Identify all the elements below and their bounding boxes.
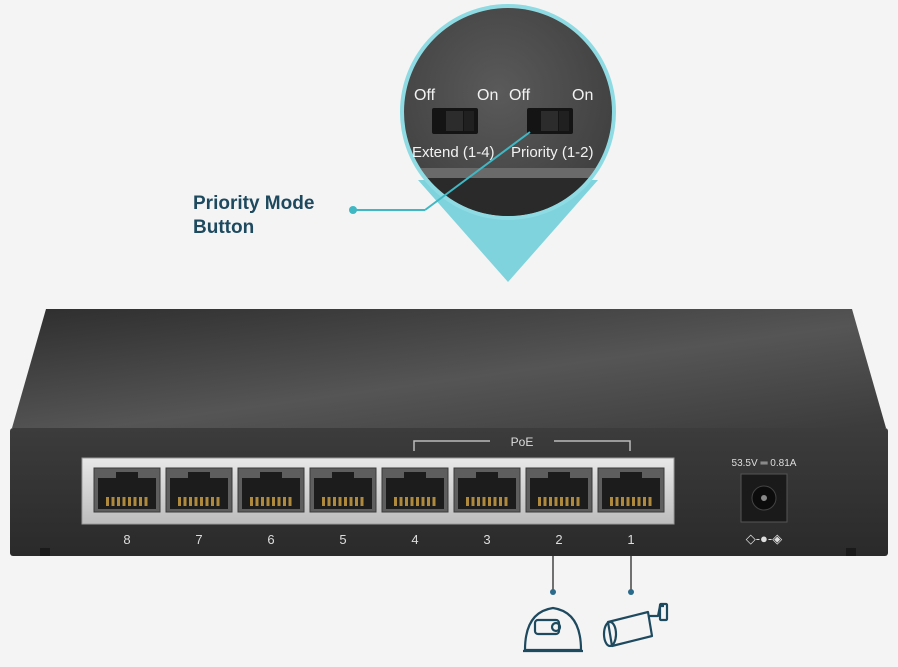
port-number-8: 8 [123, 532, 130, 547]
ethernet-port-2[interactable] [525, 467, 593, 513]
ethernet-port-4[interactable] [381, 467, 449, 513]
ethernet-port-7[interactable] [165, 467, 233, 513]
port-number-4: 4 [411, 532, 418, 547]
callout-leader [349, 131, 531, 214]
priority-on-label: On [572, 87, 593, 104]
poe-label: PoE [511, 435, 534, 449]
camera-connector-port2 [550, 556, 556, 595]
priority-switch[interactable] [527, 108, 573, 134]
priority-off-label: Off [509, 87, 531, 104]
port-number-1: 1 [627, 532, 634, 547]
power-rating: 53.5V ═ 0.81A [732, 458, 797, 469]
port-number-7: 7 [195, 532, 202, 547]
polarity-symbol: ◇-●-◈ [746, 531, 783, 546]
bullet-camera-icon [602, 602, 669, 648]
ethernet-port-8[interactable] [93, 467, 161, 513]
port-numbers: 8 7 6 5 4 3 2 1 [123, 532, 634, 547]
ethernet-port-3[interactable] [453, 467, 521, 513]
dc-power-jack[interactable] [740, 473, 788, 523]
dome-camera-icon [523, 606, 583, 653]
priority-mode-callout: Priority Mode Button [193, 192, 314, 240]
port-number-2: 2 [555, 532, 562, 547]
ethernet-port-6[interactable] [237, 467, 305, 513]
port-number-3: 3 [483, 532, 490, 547]
camera-connector-port1 [628, 556, 634, 595]
extend-switch[interactable] [432, 108, 478, 134]
callout-line-2: Button [193, 217, 255, 238]
ethernet-ports [93, 467, 665, 513]
extend-switch-label: Extend (1-4) [412, 144, 495, 161]
zoom-bubble: Off On Off On Extend (1-4) Priority (1-2… [400, 4, 616, 282]
priority-switch-label: Priority (1-2) [511, 144, 594, 161]
switch-top [12, 309, 886, 428]
callout-line-1: Priority Mode [193, 193, 315, 214]
ethernet-port-5[interactable] [309, 467, 377, 513]
port-number-5: 5 [339, 532, 346, 547]
extend-off-label: Off [414, 87, 436, 104]
port-number-6: 6 [267, 532, 274, 547]
ethernet-port-1[interactable] [597, 467, 665, 513]
poe-bracket [413, 440, 631, 451]
extend-on-label: On [477, 87, 498, 104]
